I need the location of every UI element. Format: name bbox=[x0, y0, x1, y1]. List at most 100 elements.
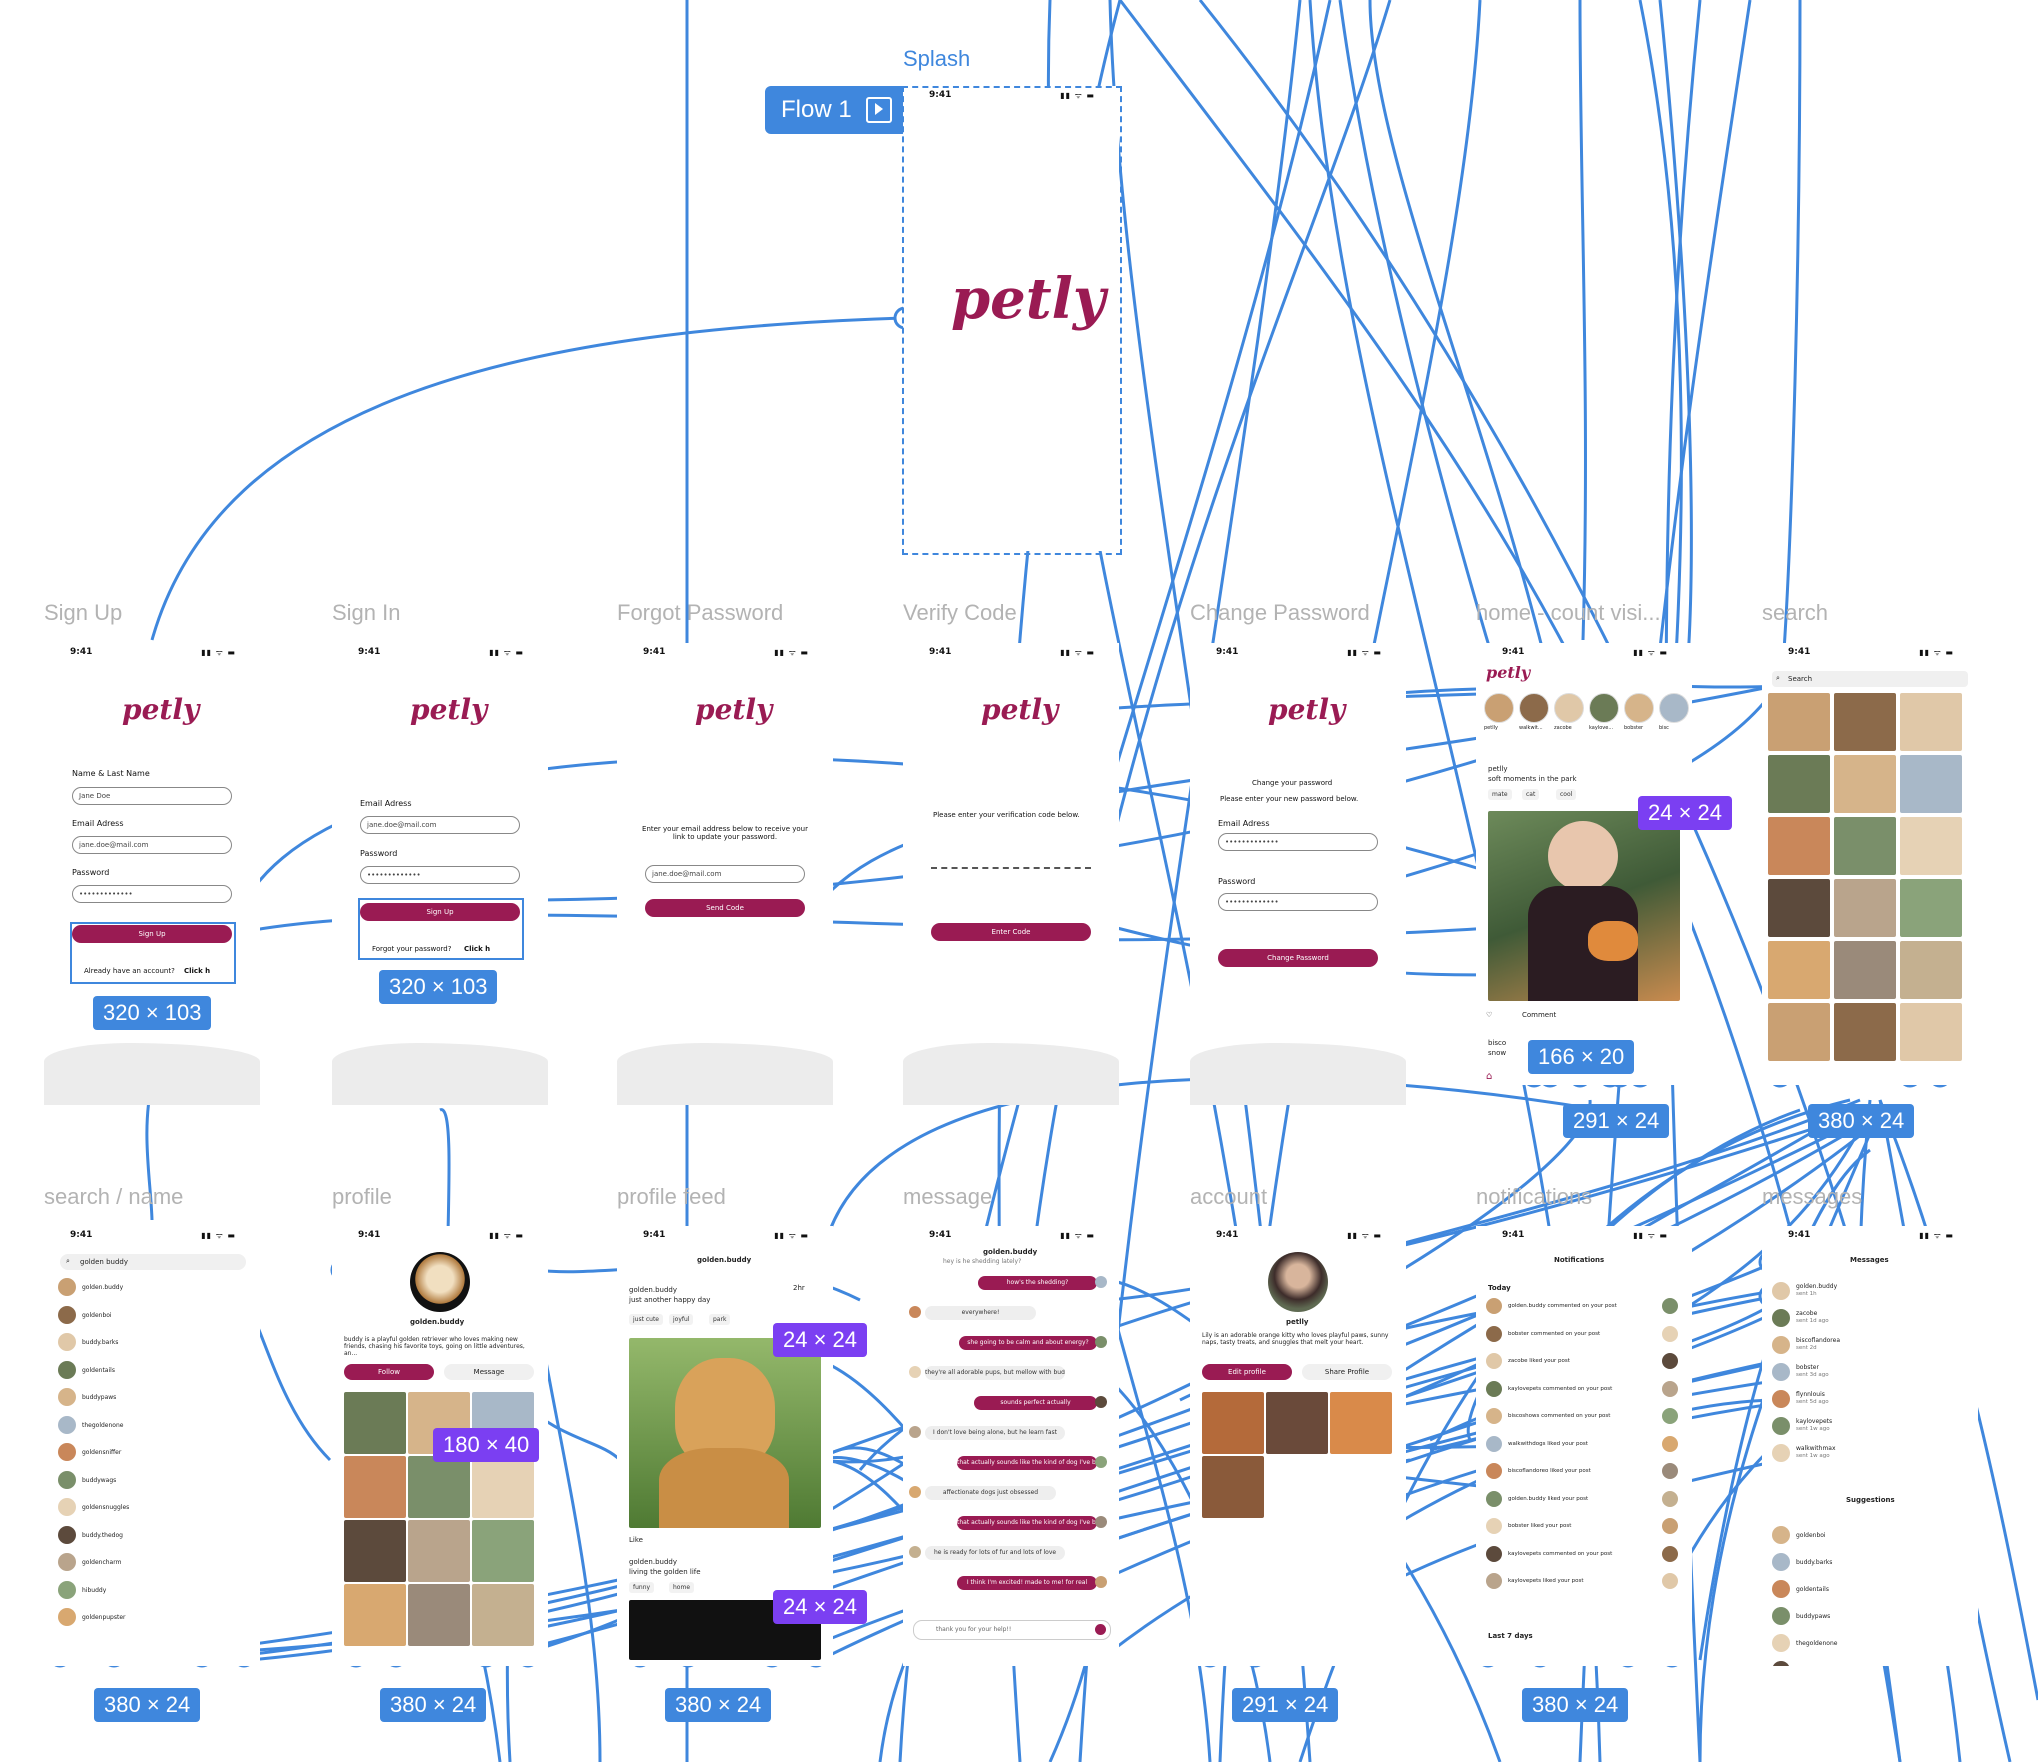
explore-photo[interactable] bbox=[1768, 1003, 1830, 1061]
profile-photo[interactable] bbox=[408, 1456, 470, 1518]
profile-photo[interactable] bbox=[408, 1584, 470, 1646]
second-post-username[interactable]: golden.buddy bbox=[629, 1558, 677, 1566]
email-field[interactable]: jane.doe@mail.com bbox=[645, 865, 805, 883]
story-avatar[interactable] bbox=[1589, 693, 1619, 723]
message-button[interactable]: Message bbox=[444, 1364, 534, 1380]
explore-photo[interactable] bbox=[1834, 941, 1896, 999]
name-field[interactable]: Jane Doe bbox=[72, 787, 232, 805]
account-photo[interactable] bbox=[1202, 1392, 1264, 1454]
suggestion-name[interactable]: thegoldenone bbox=[1796, 1640, 1838, 1647]
comment-button[interactable]: Comment bbox=[1522, 1011, 1557, 1019]
notification-item[interactable]: biscoshows commented on your post bbox=[1508, 1413, 1611, 1419]
email-field[interactable]: jane.doe@mail.com bbox=[360, 816, 520, 834]
email-field[interactable]: jane.doe@mail.com bbox=[72, 836, 232, 854]
post-username[interactable]: petlly bbox=[1488, 765, 1508, 773]
search-result-item[interactable]: goldensnuggles bbox=[82, 1504, 130, 1511]
explore-photo[interactable] bbox=[1900, 755, 1962, 813]
explore-photo[interactable] bbox=[1768, 941, 1830, 999]
post-username[interactable]: golden.buddy bbox=[629, 1286, 677, 1294]
share-profile-button[interactable]: Share Profile bbox=[1302, 1364, 1392, 1380]
send-code-button[interactable]: Send Code bbox=[645, 899, 805, 917]
notification-item[interactable]: walkwithdogs liked your post bbox=[1508, 1440, 1588, 1447]
chat-input[interactable]: thank you for your help!! bbox=[913, 1620, 1111, 1640]
thread-name[interactable]: kaylovepets bbox=[1796, 1418, 1833, 1425]
thread-name[interactable]: flynnlouis bbox=[1796, 1391, 1825, 1398]
follow-button[interactable]: Follow bbox=[344, 1364, 434, 1380]
explore-photo[interactable] bbox=[1900, 941, 1962, 999]
thread-name[interactable]: golden.buddy bbox=[1796, 1283, 1838, 1290]
like-button[interactable]: Like bbox=[629, 1536, 643, 1544]
suggestion-name[interactable]: buddy.barks bbox=[1796, 1559, 1833, 1566]
profile-photo[interactable] bbox=[344, 1392, 406, 1454]
explore-photo[interactable] bbox=[1834, 755, 1896, 813]
search-result-item[interactable]: hibuddy bbox=[82, 1586, 107, 1594]
profile-photo[interactable] bbox=[344, 1520, 406, 1582]
account-photo[interactable] bbox=[1330, 1392, 1392, 1454]
edit-profile-button[interactable]: Edit profile bbox=[1202, 1364, 1292, 1380]
notification-item[interactable]: kaylovepets liked your post bbox=[1508, 1578, 1584, 1584]
notification-item[interactable]: kaylovepets commented on your post bbox=[1508, 1550, 1613, 1557]
explore-photo[interactable] bbox=[1900, 1003, 1962, 1061]
explore-photo[interactable] bbox=[1900, 817, 1962, 875]
confirm-password-field[interactable]: ••••••••••••• bbox=[1218, 893, 1378, 911]
search-bar[interactable]: ⌕ Search bbox=[1772, 671, 1968, 687]
search-result-item[interactable]: golden.buddy bbox=[82, 1284, 124, 1291]
story-avatar[interactable] bbox=[1624, 693, 1654, 723]
profile-photo[interactable] bbox=[344, 1584, 406, 1646]
suggestion-name[interactable]: buddypaws bbox=[1796, 1613, 1831, 1620]
home-tab-icon[interactable]: ⌂ bbox=[1486, 1071, 1493, 1082]
explore-photo[interactable] bbox=[1768, 879, 1830, 937]
thread-name[interactable]: biscoflandorea bbox=[1796, 1337, 1841, 1344]
search-result-item[interactable]: goldencharm bbox=[82, 1559, 122, 1566]
explore-photo[interactable] bbox=[1768, 817, 1830, 875]
search-result-item[interactable]: goldentails bbox=[82, 1366, 115, 1374]
suggestion-name[interactable]: goldenboi bbox=[1796, 1532, 1826, 1539]
story-avatar[interactable] bbox=[1554, 693, 1584, 723]
explore-photo[interactable] bbox=[1834, 693, 1896, 751]
notification-item[interactable]: bobster liked your post bbox=[1508, 1523, 1572, 1529]
password-field[interactable]: ••••••••••••• bbox=[72, 885, 232, 903]
profile-photo[interactable] bbox=[408, 1520, 470, 1582]
profile-photo[interactable] bbox=[344, 1456, 406, 1518]
notification-item[interactable]: zacobe liked your post bbox=[1508, 1358, 1570, 1364]
notification-item[interactable]: golden.buddy commented on your post bbox=[1508, 1303, 1617, 1309]
heart-icon[interactable]: ♡ bbox=[1486, 1011, 1493, 1019]
sign-up-button[interactable]: Sign Up bbox=[72, 925, 232, 943]
flow-1-button[interactable]: Flow 1 bbox=[765, 86, 908, 134]
signin-footer-link[interactable]: Click h bbox=[184, 967, 211, 975]
account-photo[interactable] bbox=[1202, 1456, 1264, 1518]
change-password-button[interactable]: Change Password bbox=[1218, 949, 1378, 967]
send-icon[interactable] bbox=[1095, 1624, 1106, 1635]
explore-photo[interactable] bbox=[1768, 755, 1830, 813]
profile-photo[interactable] bbox=[472, 1456, 534, 1518]
explore-photo[interactable] bbox=[1768, 693, 1830, 751]
notification-item[interactable]: bobster commented on your post bbox=[1508, 1330, 1601, 1337]
thread-name[interactable]: zacobe bbox=[1796, 1310, 1818, 1317]
suggestion-name[interactable]: goldentails bbox=[1796, 1586, 1829, 1593]
post-photo[interactable] bbox=[629, 1338, 821, 1528]
account-photo[interactable] bbox=[1266, 1392, 1328, 1454]
search-result-item[interactable]: goldensniffer bbox=[82, 1449, 122, 1456]
search-result-item[interactable]: buddywags bbox=[82, 1476, 117, 1484]
story-avatar[interactable] bbox=[1659, 693, 1689, 723]
search-result-item[interactable]: buddy.thedog bbox=[82, 1531, 123, 1539]
profile-photo[interactable] bbox=[472, 1584, 534, 1646]
enter-code-button[interactable]: Enter Code bbox=[931, 923, 1091, 941]
explore-photo[interactable] bbox=[1834, 1003, 1896, 1061]
explore-photo[interactable] bbox=[1834, 817, 1896, 875]
splash-frame[interactable]: 9:41▮▮ ᯤ ▬ petly bbox=[903, 86, 1119, 551]
sign-in-button[interactable]: Sign Up bbox=[360, 903, 520, 921]
explore-photo[interactable] bbox=[1900, 693, 1962, 751]
notification-item[interactable]: biscoflandoreo liked your post bbox=[1508, 1468, 1591, 1474]
notification-item[interactable]: kaylovepets commented on your post bbox=[1508, 1385, 1613, 1392]
new-password-field[interactable]: ••••••••••••• bbox=[1218, 833, 1378, 851]
search-result-item[interactable]: thegoldenone bbox=[82, 1421, 124, 1429]
forgot-footer-link[interactable]: Click h bbox=[464, 945, 491, 953]
explore-photo[interactable] bbox=[1834, 879, 1896, 937]
search-bar[interactable]: ⌕ golden buddy bbox=[60, 1254, 246, 1270]
next-post-username[interactable]: bisco bbox=[1488, 1039, 1507, 1047]
password-field[interactable]: ••••••••••••• bbox=[360, 866, 520, 884]
post-photo[interactable] bbox=[1488, 811, 1680, 1001]
story-avatar[interactable] bbox=[1484, 693, 1514, 723]
explore-photo[interactable] bbox=[1900, 879, 1962, 937]
